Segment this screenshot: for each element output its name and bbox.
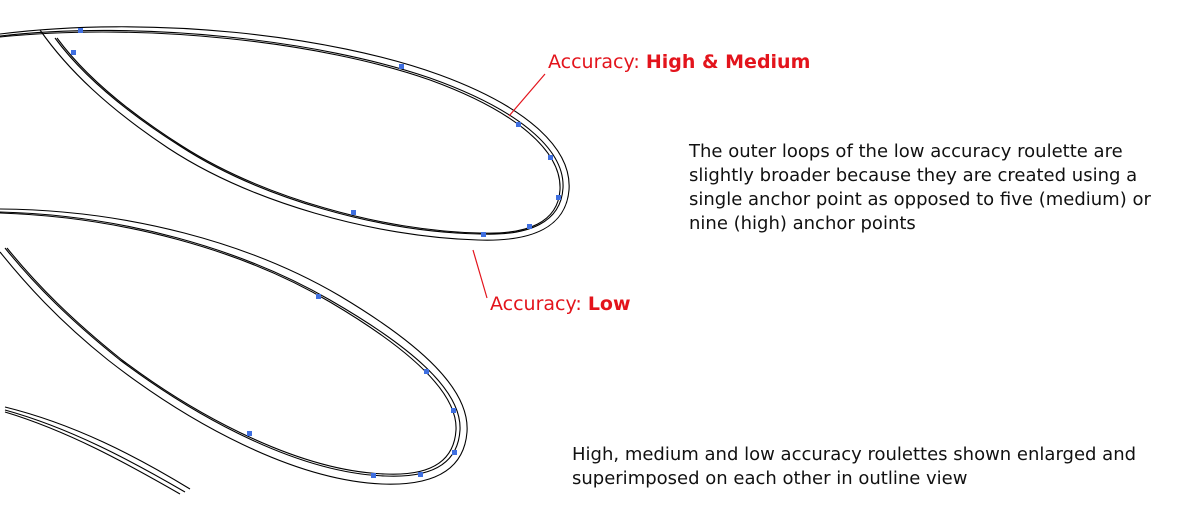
lower-loop-curve-high (0, 211, 461, 477)
anchor-point (78, 28, 83, 33)
anchor-point (424, 369, 429, 374)
anchor-point (548, 155, 553, 160)
figure-caption: High, medium and low accuracy roulettes … (572, 444, 1137, 489)
anchor-point (371, 473, 376, 478)
anchor-point (516, 122, 521, 127)
anchor-point (316, 294, 321, 299)
leader-line-low (472, 249, 488, 299)
lower-loop-curve-low (0, 208, 468, 485)
upper-loop-curve-medium (0, 31, 561, 234)
lower-loop (0, 208, 468, 485)
accuracy-high-medium-label: Accuracy: High & Medium (548, 51, 810, 73)
upper-loop (0, 26, 570, 241)
accuracy-low-label: Accuracy: Low (490, 293, 631, 315)
accuracy-prefix: Accuracy: (548, 51, 646, 73)
bottom-partial-curve-1 (4, 409, 186, 493)
anchor-point (451, 408, 456, 413)
loops-explanation-text: The outer loops of the low accuracy roul… (689, 141, 1151, 234)
bottom-partial-curve-3 (4, 406, 191, 490)
anchor-points (71, 28, 561, 478)
anchor-point (527, 224, 532, 229)
bottom-partial-curve-2 (4, 411, 181, 495)
accuracy-value: Low (587, 293, 631, 315)
upper-loop-curve-low (0, 26, 570, 241)
bottom-partial-loop (4, 406, 191, 495)
anchor-point (556, 195, 561, 200)
leader-line-high-medium (508, 73, 546, 117)
anchor-point (399, 64, 404, 69)
anchor-point (351, 210, 356, 215)
accuracy-prefix: Accuracy: (490, 293, 588, 315)
upper-loop-curve-high (0, 29, 564, 235)
anchor-point (247, 431, 252, 436)
anchor-point (452, 450, 457, 455)
lower-loop-curve-medium (0, 212, 457, 475)
anchor-point (71, 50, 76, 55)
anchor-point (481, 232, 486, 237)
accuracy-value: High & Medium (645, 51, 811, 73)
anchor-point (418, 472, 423, 477)
